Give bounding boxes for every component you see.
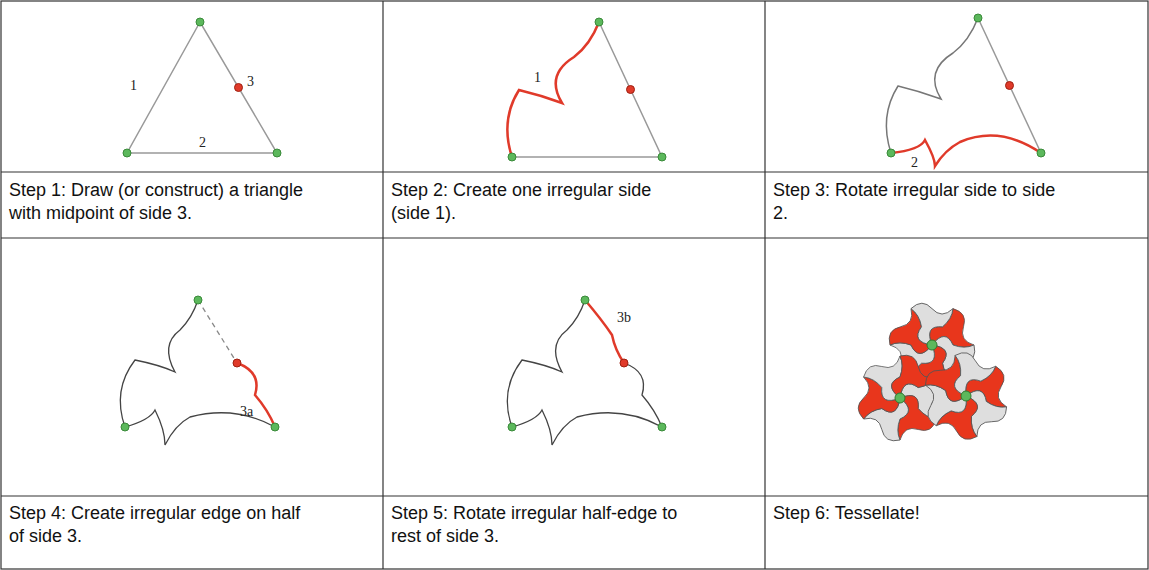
step-caption: Step 5: Rotate irregular half-edge to re… — [391, 502, 691, 548]
step-caption: Step 4: Create irregular edge on half of… — [9, 502, 309, 548]
step-caption: Step 3: Rotate irregular side to side 2. — [773, 179, 1073, 225]
side-label: 3b — [617, 311, 631, 325]
tessellation — [845, 290, 1016, 451]
side-label: 3a — [240, 405, 253, 419]
step-caption: Step 6: Tessellate! — [773, 502, 1073, 525]
step2-shape — [507, 18, 666, 161]
side-label: 1 — [534, 71, 541, 85]
side-label: 2 — [199, 136, 206, 150]
step1-triangle — [123, 18, 281, 157]
side-label: 3 — [247, 75, 254, 89]
step-caption: Step 1: Draw (or construct) a triangle w… — [9, 179, 309, 225]
step4-shape — [120, 296, 279, 445]
step5-shape — [507, 296, 666, 445]
side-label: 1 — [130, 79, 137, 93]
side-label: 2 — [911, 156, 918, 170]
step3-shape — [886, 14, 1045, 166]
step-caption: Step 2: Create one irregular side (side … — [391, 179, 691, 225]
